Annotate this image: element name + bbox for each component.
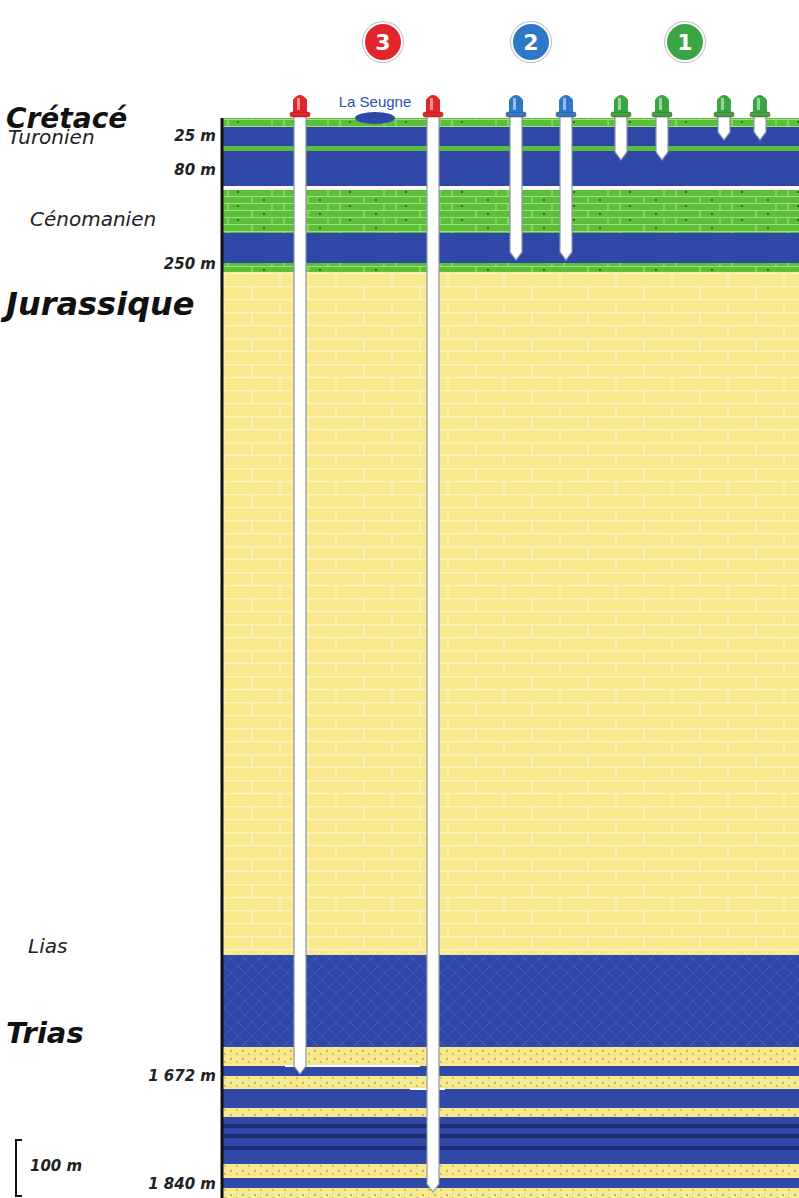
depth-label: 80 m [174, 162, 216, 179]
callout-circle: 3 [363, 22, 403, 62]
callout-circle: 2 [511, 22, 551, 62]
well-pipe [718, 115, 730, 140]
stratum-band [223, 1188, 799, 1198]
well-pipe [615, 115, 627, 160]
well-pipe [294, 115, 306, 1074]
well-cap [717, 95, 731, 112]
era-name: Trias [6, 1018, 84, 1050]
well-flange [290, 112, 310, 117]
well-pipe [427, 115, 439, 1192]
well-pipe [560, 115, 572, 260]
well-cap [559, 95, 573, 112]
well-cap [426, 95, 440, 112]
well-cap-shine [757, 98, 760, 110]
stratum-band [223, 1150, 799, 1164]
well-cap [753, 95, 767, 112]
depth-label: 250 m [164, 256, 216, 273]
well-cap [509, 95, 523, 112]
callout-circle: 1 [665, 22, 705, 62]
callout-number: 1 [677, 30, 692, 55]
callout-number: 2 [523, 30, 538, 55]
well-flange [556, 112, 576, 117]
well-flange [506, 112, 526, 117]
stage-name: Lias [28, 935, 67, 957]
well-cap-shine [297, 98, 300, 110]
stratum-band [223, 1164, 799, 1178]
stratum-band [223, 1146, 799, 1150]
stratum-band [223, 1124, 799, 1128]
stratum-band [223, 1138, 799, 1146]
stage-name: Turonien [8, 126, 95, 148]
well-cap [293, 95, 307, 112]
well-flange [423, 112, 443, 117]
well-pipe [656, 115, 668, 160]
well-cap-shine [513, 98, 516, 110]
river-name: La Seugne [339, 94, 412, 111]
stratum-band [223, 263, 799, 272]
stratum-band [223, 955, 799, 1047]
well-cap-shine [721, 98, 724, 110]
well-cap-shine [659, 98, 662, 110]
stratum-band [223, 1089, 799, 1108]
stage-name: Cénomanien [30, 208, 156, 230]
stratum-band [223, 1076, 799, 1089]
stratum-band [223, 272, 799, 955]
scale-label: 100 m [30, 1158, 82, 1175]
stratum-band [223, 1178, 799, 1188]
well-flange [611, 112, 631, 117]
stratum-band [223, 1117, 799, 1124]
well-cap-shine [563, 98, 566, 110]
era-name: Jurassique [6, 287, 195, 322]
well-cap [614, 95, 628, 112]
stratum-band [223, 1108, 799, 1117]
well-pipe [510, 115, 522, 260]
depth-label: 25 m [174, 128, 216, 145]
well-flange [750, 112, 770, 117]
stratum-band [223, 1128, 799, 1134]
well-cap-shine [618, 98, 621, 110]
stratum-band [223, 1047, 799, 1066]
callout-number: 3 [375, 30, 390, 55]
well-flange [714, 112, 734, 117]
well-pipe [754, 115, 766, 140]
stratum-band [223, 1134, 799, 1138]
stratum-band [223, 1066, 799, 1076]
well-flange [652, 112, 672, 117]
well-cap [655, 95, 669, 112]
well-cap-shine [430, 98, 433, 110]
depth-label: 1 672 m [148, 1068, 216, 1085]
depth-label: 1 840 m [148, 1176, 216, 1193]
